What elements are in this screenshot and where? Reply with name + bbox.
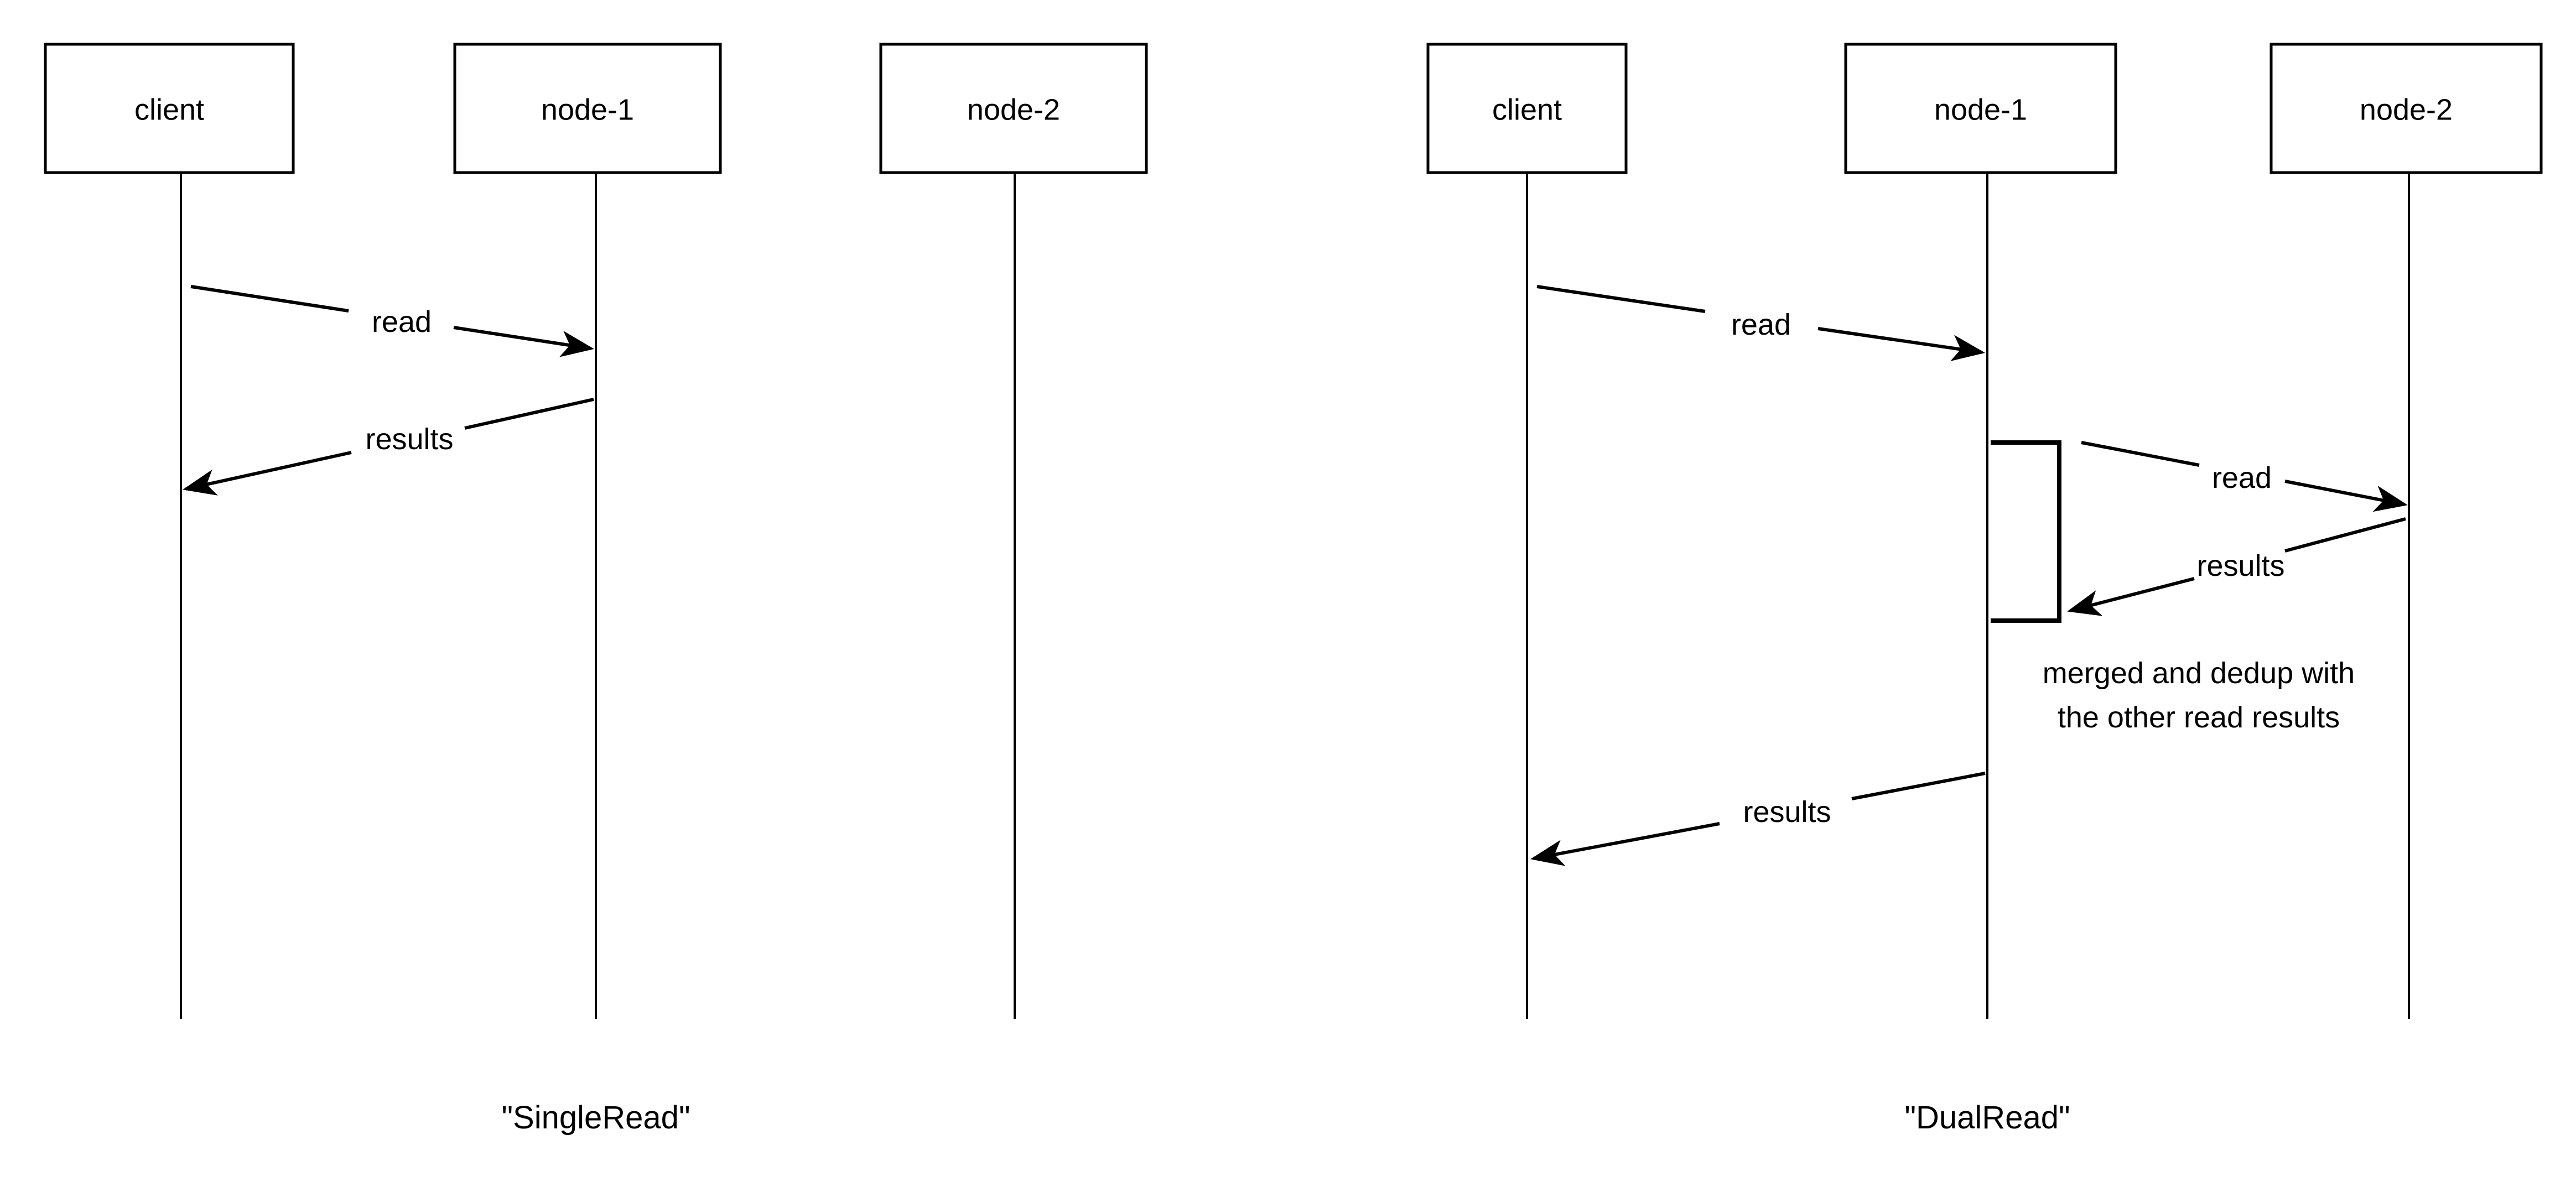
- diagram-single-read: client node-1 node-2 read: [44, 43, 1148, 1136]
- participant-box-node-1[interactable]: [453, 43, 722, 174]
- activation-bar-node-1: [1991, 440, 2061, 623]
- note-line-2: the other read results: [2058, 701, 2340, 734]
- participant-box-node-2[interactable]: [879, 43, 1148, 174]
- participant-node-1-dual[interactable]: node-1: [1844, 43, 2117, 1019]
- message-line: [190, 285, 349, 313]
- message-line: [1851, 772, 1986, 800]
- message-label-read: read: [1731, 308, 1791, 341]
- message-line-tail: [1817, 327, 1985, 361]
- message-label-read: read: [372, 305, 432, 339]
- message-line-tail: [1530, 822, 1720, 866]
- message-label-read: read: [2212, 461, 2272, 495]
- message-label-results: results: [2196, 549, 2284, 582]
- diagram-caption-single-read: "SingleRead": [501, 1100, 690, 1136]
- message-line: [1536, 285, 1706, 313]
- diagram-caption-dual-read: "DualRead": [1904, 1100, 2070, 1136]
- participant-client-dual[interactable]: client: [1426, 43, 1628, 1019]
- message-line-tail: [2067, 577, 2195, 616]
- message-read-node-1-to-node-2[interactable]: read: [2081, 441, 2408, 512]
- message-line-tail: [453, 326, 594, 357]
- message-label-results: results: [1743, 795, 1831, 829]
- participant-client[interactable]: client: [44, 43, 295, 1019]
- participant-box-client[interactable]: [44, 43, 295, 174]
- message-line: [464, 398, 594, 430]
- message-read-client-to-node-1[interactable]: read: [190, 285, 594, 357]
- note-line-1: merged and dedup with: [2043, 657, 2355, 690]
- message-line: [2081, 441, 2200, 467]
- message-line-tail: [2284, 480, 2408, 512]
- participant-label-client-dual: client: [1492, 93, 1562, 126]
- participant-label-client: client: [134, 93, 204, 126]
- participant-label-node-2: node-2: [967, 93, 1060, 126]
- message-results-node-1-to-client-dual[interactable]: results: [1530, 772, 1986, 866]
- message-line: [2284, 517, 2406, 553]
- message-read-client-to-node-1-dual[interactable]: read: [1536, 285, 1985, 361]
- message-label-results: results: [365, 423, 453, 456]
- participant-node-2[interactable]: node-2: [879, 43, 1148, 1019]
- message-results-node-2-to-node-1[interactable]: results: [2067, 517, 2406, 616]
- diagram-dual-read: client node-1 node-2 read: [1426, 43, 2543, 1136]
- participant-box-node-1-dual[interactable]: [1844, 43, 2117, 174]
- participant-label-node-2-dual: node-2: [2360, 93, 2453, 126]
- participant-label-node-1: node-1: [541, 93, 634, 126]
- participant-box-node-2-dual[interactable]: [2269, 43, 2543, 174]
- participant-node-1[interactable]: node-1: [453, 43, 722, 1019]
- message-results-node-1-to-client[interactable]: results: [183, 398, 594, 496]
- note-merged-dedup: merged and dedup with the other read res…: [2043, 657, 2355, 734]
- participant-node-2-dual[interactable]: node-2: [2269, 43, 2543, 1019]
- message-line-tail: [183, 451, 352, 496]
- participant-label-node-1-dual: node-1: [1934, 93, 2027, 126]
